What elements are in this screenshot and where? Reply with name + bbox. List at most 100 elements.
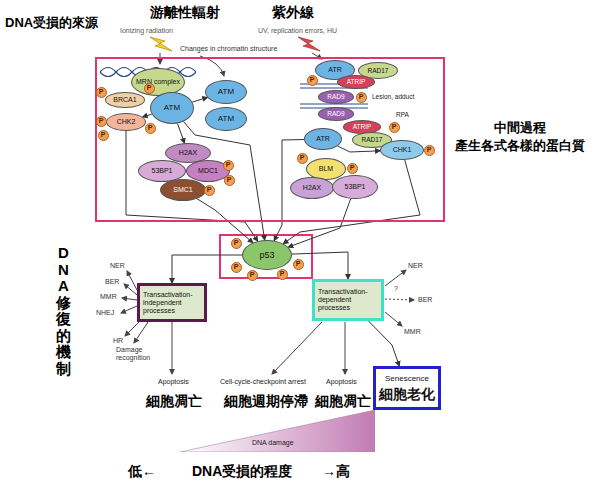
node-text: SMC1 [173,186,192,194]
text-label: 細胞凋亡 [315,393,371,409]
phosphate-label: P [250,271,255,279]
leader-line [121,306,137,313]
phosphate-circle: P [247,270,258,281]
protein-oval: 53BP1 [332,175,378,199]
node-text: RAD17 [362,136,383,143]
text-label: Apoptosis [158,378,189,386]
node-text: BRCA1 [113,96,136,104]
text-label: BER [105,278,119,286]
phosphate-circle: P [356,92,367,103]
text-label: 游離性輻射 [150,4,220,20]
node-text: RAD9 [327,93,344,100]
protein-oval: ATM [205,80,247,104]
leader-line [124,284,137,295]
phosphate-circle: P [347,163,358,174]
node-text: MRN complex [136,78,180,86]
phosphate-label: P [101,131,106,139]
phosphate-label: P [427,146,432,154]
protein-oval: RAD9 [318,107,354,121]
phosphate-label: P [147,84,152,92]
text-label: MMR [100,293,117,301]
protein-oval: RAD17 [358,62,398,79]
phosphate-label: P [300,154,305,162]
phosphate-label: P [359,93,364,101]
protein-oval: ATM [150,92,194,124]
text-label: Damage recognition [116,346,158,362]
phosphate-circle: P [293,259,304,270]
node-text: 53BP1 [344,183,365,191]
phosphate-circle: P [424,145,435,156]
leader-line [125,321,140,336]
text-label: Apoptosis [326,378,357,386]
text-label: 細胞週期停滯 [224,393,308,409]
phosphate-circle: P [389,122,400,133]
node-text: CHK2 [117,118,136,126]
text-label: NER [408,262,423,270]
connector [126,131,258,241]
protein-oval: BRCA1 [105,92,145,108]
text-label: ? [394,285,398,293]
node-text: RAD9 [327,110,344,117]
arrow-line [200,56,224,76]
text-label: Ionizing radiation [120,27,173,35]
text-label: Lesion, adduct [372,93,414,100]
leader-line [385,270,406,286]
phosphate-label: P [148,124,153,132]
protein-oval: ATM [205,107,247,131]
connector [143,114,152,117]
p53-oval: p53 [242,240,292,270]
phosphate-circle: P [223,160,234,171]
node-text: ATM [218,87,234,96]
text-label: UV, replication errors, HU [258,27,337,35]
process-box: Transactivation-independent processes [137,283,207,322]
text-label: 紫外線 [272,4,314,20]
node-text: CHK1 [393,146,412,154]
phosphate-label: P [207,186,212,194]
text-label: HR [113,337,123,345]
region-heading: 中間過程 產生各式各樣的蛋白質 [447,119,592,154]
leader-line [172,322,173,374]
node-text: ATRIP [347,78,366,85]
leader-line [272,322,322,374]
leader-line [134,322,148,343]
phosphate-label: P [234,263,239,271]
phosphate-circle: P [231,262,242,273]
phosphate-circle: P [277,269,288,280]
node-text: p53 [259,250,274,260]
lightning-icon [298,37,320,51]
connector [369,321,400,366]
node-text: Senescence [385,374,429,383]
connector [178,124,185,144]
leader-line [385,299,414,300]
phosphate-circle: P [224,175,235,186]
node-text: DNA damage [252,439,294,447]
damage-triangle: DNA damage [180,410,375,452]
text-label: DNA受損的程度 [192,463,292,479]
text-label: →高 [322,463,350,479]
vertical-label: DNA修復的機制 [56,245,71,377]
leader-line [127,271,137,290]
text-label: MMR [404,328,421,336]
text-label: NHEJ [96,309,114,317]
p53-outline [220,235,312,278]
node-text: MDC1 [198,167,218,175]
node-text: ATRIP [353,123,372,130]
connector [172,255,242,283]
text-label: 低← [128,463,156,479]
phosphate-label: P [350,164,355,172]
phosphate-circle: P [144,83,155,94]
phosphate-circle: P [98,130,109,141]
protein-oval: H2AX [290,177,334,199]
node-text: Transactivation-dependent processes [318,288,378,312]
protein-oval: RAD9 [318,90,354,104]
protein-oval: ATR [304,128,342,150]
protein-oval: CHK1 [380,140,424,160]
leader-line [345,322,346,374]
connector [192,98,207,103]
phosphate-circle: P [231,238,242,249]
node-text: ATR [316,135,329,143]
text-label: NER [110,262,125,270]
